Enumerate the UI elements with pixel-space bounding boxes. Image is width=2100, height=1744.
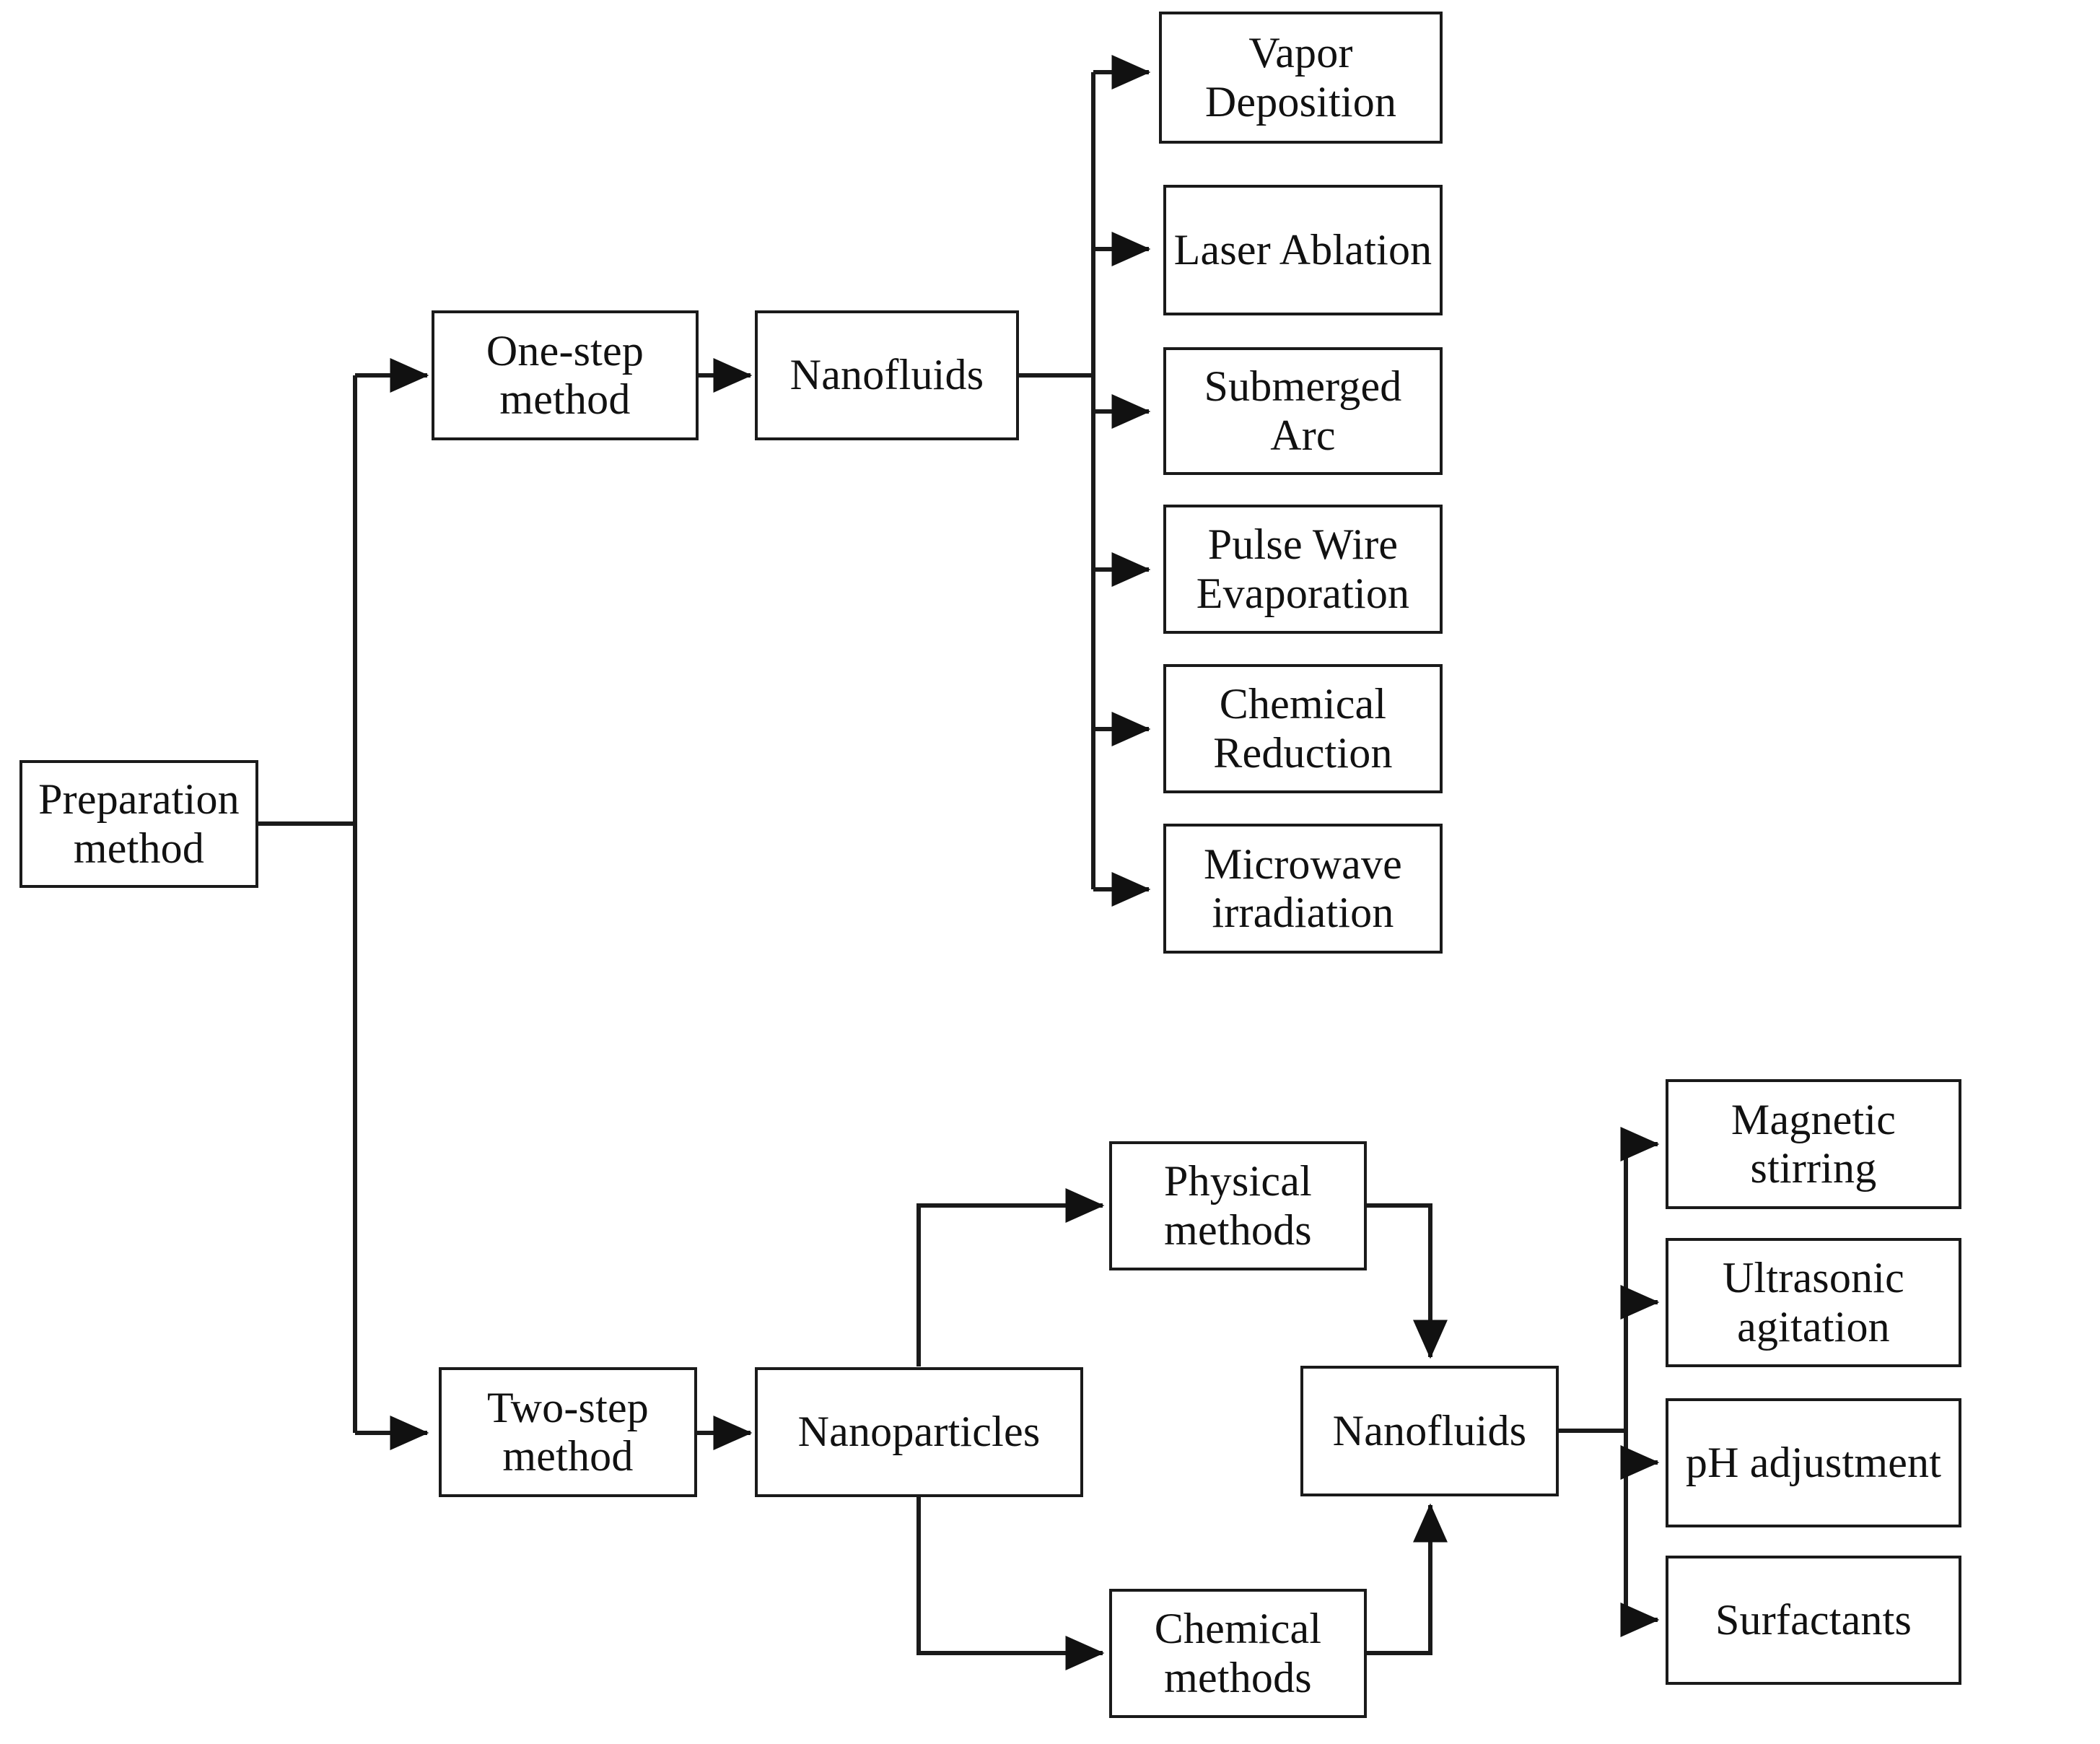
node-one-step-nanofluids[interactable]: Nanofluids	[755, 310, 1019, 440]
node-chemical-methods[interactable]: Chemical methods	[1109, 1589, 1367, 1718]
node-ultrasonic-agitation[interactable]: Ultrasonic agitation	[1666, 1238, 1961, 1367]
node-microwave-irradiation[interactable]: Microwave irradiation	[1163, 824, 1443, 954]
edge-chemical-to-nanofluids	[1366, 1503, 1448, 1655]
node-two-step-nanofluids[interactable]: Nanofluids	[1300, 1366, 1559, 1496]
node-chemical-reduction[interactable]: Chemical Reduction	[1163, 664, 1443, 793]
node-one-step-method[interactable]: One-step method	[432, 310, 699, 440]
node-ph-adjustment[interactable]: pH adjustment	[1666, 1398, 1961, 1527]
node-nanoparticles[interactable]: Nanoparticles	[755, 1367, 1083, 1497]
node-two-step-method[interactable]: Two-step method	[439, 1367, 697, 1497]
edge-nanoparticles-to-physical	[916, 1188, 1105, 1366]
node-preparation-method[interactable]: Preparation method	[19, 760, 258, 888]
node-physical-methods[interactable]: Physical methods	[1109, 1141, 1367, 1270]
node-magnetic-stirring[interactable]: Magnetic stirring	[1666, 1079, 1961, 1209]
node-laser-ablation[interactable]: Laser Ablation	[1163, 185, 1443, 315]
node-pulse-wire-evaporation[interactable]: Pulse Wire Evaporation	[1163, 505, 1443, 634]
node-vapor-deposition[interactable]: Vapor Deposition	[1159, 12, 1443, 144]
node-submerged-arc[interactable]: Submerged Arc	[1163, 347, 1443, 475]
edge-physical-to-nanofluids	[1366, 1203, 1448, 1359]
node-surfactants[interactable]: Surfactants	[1666, 1556, 1961, 1685]
edge-nanoparticles-to-chemical	[916, 1496, 1105, 1670]
